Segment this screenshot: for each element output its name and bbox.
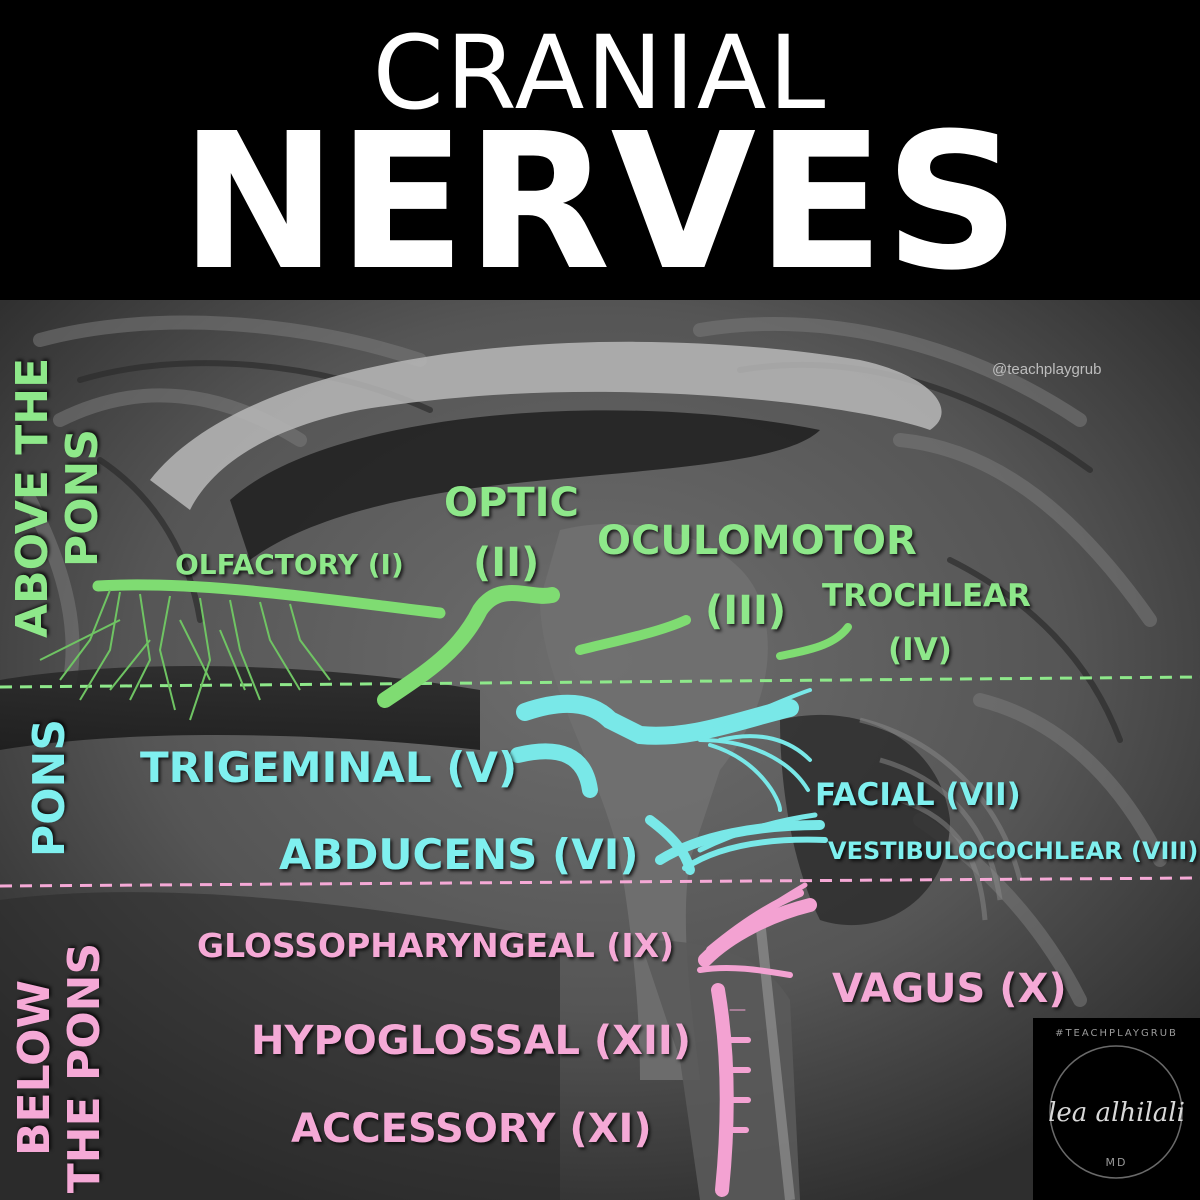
- section-label-pons-text: PONS: [24, 718, 75, 858]
- watermark: @teachplaygrub: [992, 361, 1102, 378]
- title-line-1: CRANIAL: [372, 14, 828, 133]
- label-trochlear-line2: (IV): [888, 632, 952, 668]
- optic-nerve-drawing: [377, 585, 560, 708]
- label-accessory: ACCESSORY (XI): [291, 1106, 652, 1152]
- label-optic-line1: OPTIC: [444, 480, 579, 526]
- label-vagus: VAGUS (X): [832, 966, 1067, 1012]
- label-vestibulocochlear: VESTIBULOCOCHLEAR (VIII): [828, 837, 1199, 865]
- section-label-above-line2: PONS: [57, 428, 108, 568]
- label-olfactory: OLFACTORY (I): [175, 548, 404, 581]
- section-label-below-line2: THE PONS: [59, 942, 110, 1194]
- oculomotor-nerve-drawing: [575, 615, 691, 655]
- label-trochlear-line1: TROCHLEAR: [822, 578, 1031, 614]
- label-facial: FACIAL (VII): [815, 777, 1021, 813]
- olfactory-nerve-drawing: [39, 579, 446, 721]
- section-label-above-pons: ABOVE THE PONS: [7, 357, 108, 638]
- facial-vestibulocochlear-nerve-drawing: [645, 812, 828, 875]
- label-oculomotor-line2: (III): [705, 588, 787, 634]
- section-label-above-line1: ABOVE THE: [7, 357, 58, 638]
- label-glossopharyngeal: GLOSSOPHARYNGEAL (IX): [197, 926, 675, 965]
- label-oculomotor-line1: OCULOMOTOR: [597, 518, 917, 564]
- logo-credential: MD: [1105, 1156, 1128, 1169]
- section-label-pons: PONS: [24, 718, 75, 858]
- title-line-2: NERVES: [180, 93, 1020, 312]
- sagittal-mri-background: [0, 300, 1200, 1200]
- trochlear-nerve-drawing: [776, 623, 852, 660]
- section-label-below-pons: BELOW THE PONS: [9, 938, 110, 1198]
- logo-circle: [1049, 1045, 1183, 1179]
- author-logo: #TEACHPLAYGRUB lea alhilali MD: [1033, 1018, 1200, 1200]
- label-optic-line2: (II): [473, 540, 540, 586]
- label-hypoglossal: HYPOGLOSSAL (XII): [251, 1018, 692, 1064]
- section-label-below-line1: BELOW: [9, 980, 60, 1156]
- label-abducens: ABDUCENS (VI): [279, 830, 639, 879]
- logo-signature: lea alhilali: [1048, 1098, 1185, 1128]
- logo-handle: #TEACHPLAYGRUB: [1055, 1028, 1178, 1039]
- trigeminal-nerve-drawing: [510, 688, 812, 812]
- glossopharyngeal-vagus-nerve-drawing: [697, 882, 817, 978]
- label-trigeminal: TRIGEMINAL (V): [140, 743, 518, 792]
- hypoglossal-accessory-nerve-drawing: [711, 983, 751, 1197]
